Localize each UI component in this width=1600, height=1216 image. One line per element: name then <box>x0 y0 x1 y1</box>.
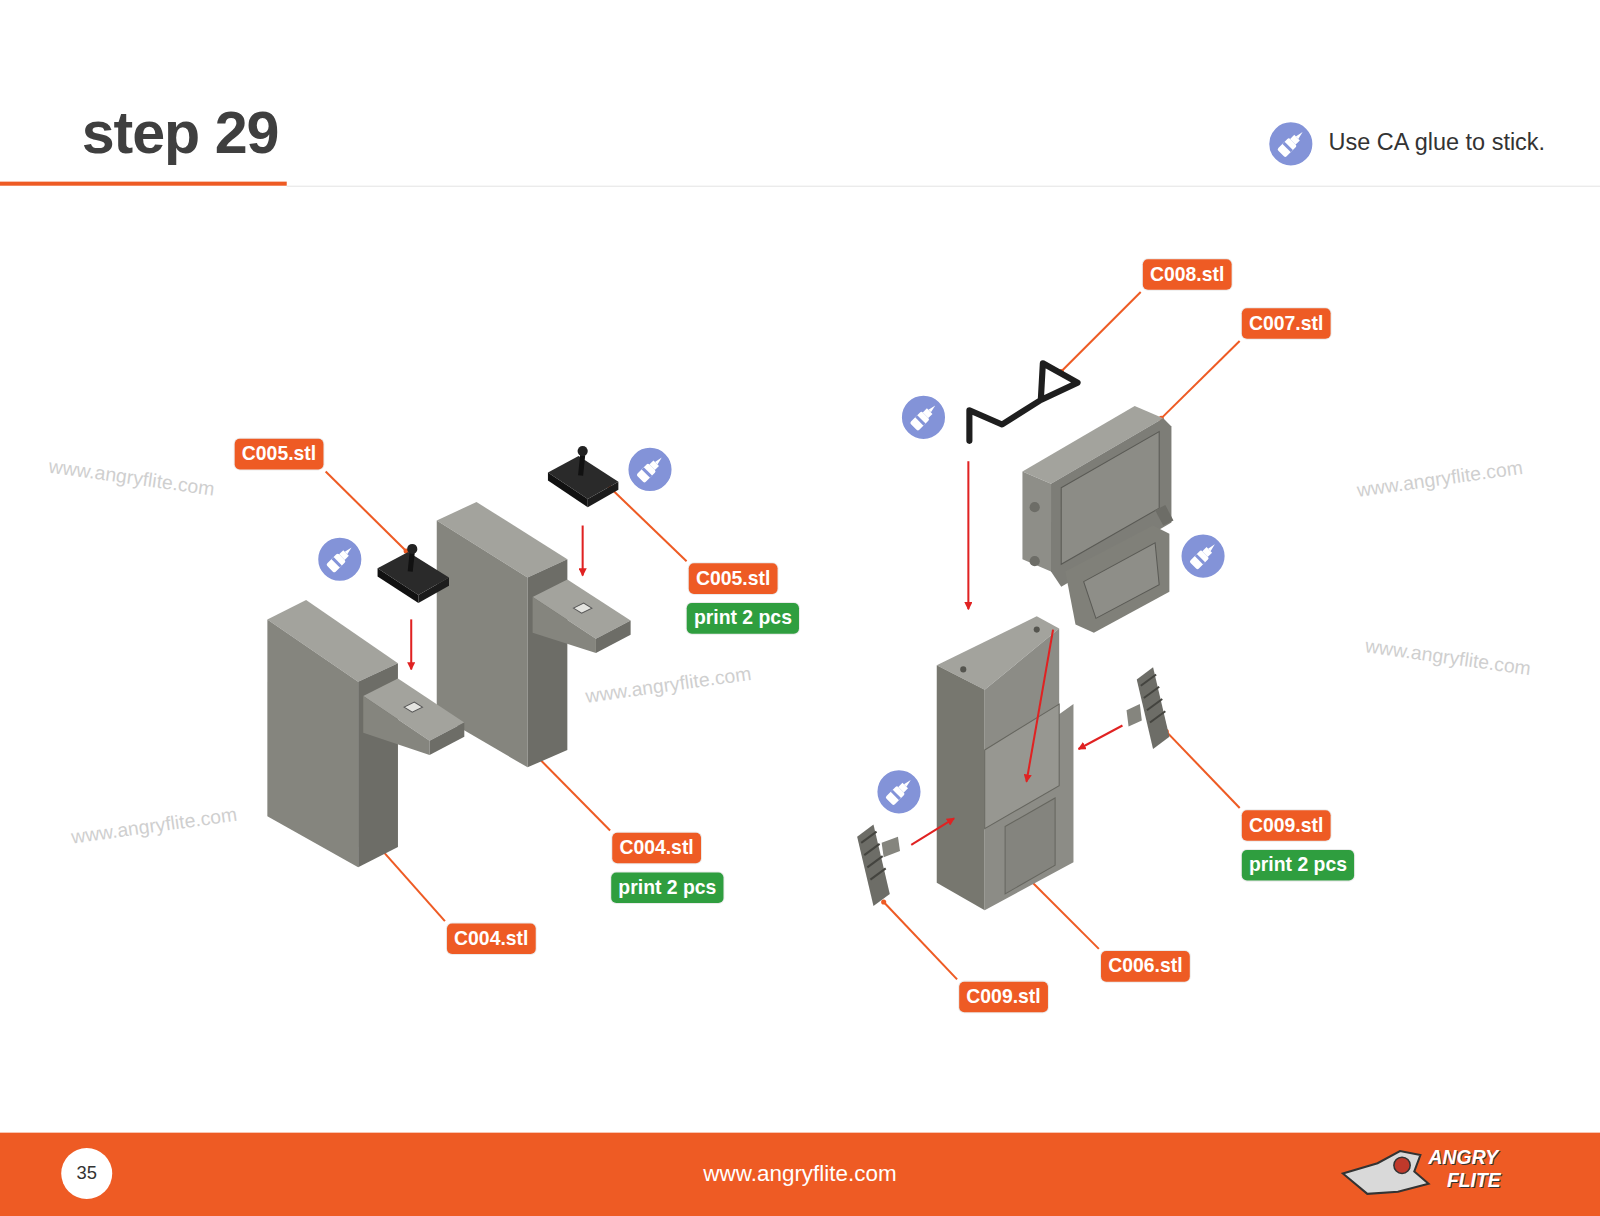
glue-icon <box>1268 121 1313 166</box>
part-badge: C009.stl <box>1242 810 1331 841</box>
logo-plane <box>1343 1151 1429 1194</box>
lever-c005 <box>378 544 449 603</box>
logo-text: ANGRY <box>1429 1147 1499 1169</box>
direction-arrow <box>582 526 584 576</box>
leader-line <box>1166 732 1239 808</box>
page-number-circle <box>61 1148 112 1199</box>
watermark: www.angryflite.com <box>47 455 215 500</box>
direction-arrow <box>410 619 412 669</box>
footer-bar <box>0 1133 1600 1216</box>
glue-icon <box>876 769 921 814</box>
logo-text: FLITE <box>1447 1169 1501 1191</box>
quantity-badge: print 2 pcs <box>611 872 723 903</box>
pedal-c009 <box>1127 667 1170 749</box>
footer-url: www.angryflite.com <box>703 1161 896 1187</box>
part-name: C009.stl <box>966 986 1040 1007</box>
direction-arrow <box>911 818 954 845</box>
part-badge: C005.stl <box>689 563 778 594</box>
part-name: C006.stl <box>1108 955 1182 976</box>
header-rule <box>287 186 1600 187</box>
pillar-c004 <box>267 600 464 867</box>
pedal-c009 <box>857 824 900 906</box>
leader-line <box>884 902 957 979</box>
glue-note: Use CA glue to stick. <box>1329 129 1546 156</box>
watermark: www.angryflite.com <box>1364 635 1532 680</box>
glue-icon <box>1181 534 1226 579</box>
part-name: C004.stl <box>619 837 693 858</box>
part-badge: C005.stl <box>235 439 324 470</box>
direction-arrow <box>1079 726 1123 749</box>
part-name: C005.stl <box>242 443 316 464</box>
part-badge: C009.stl <box>959 982 1048 1013</box>
part-badge: C004.stl <box>447 923 536 954</box>
part-name: C007.stl <box>1249 312 1323 333</box>
leader-line <box>1061 292 1140 371</box>
direction-arrow <box>967 461 969 609</box>
glue-icon <box>901 395 946 440</box>
part-name: print 2 pcs <box>618 877 716 898</box>
quantity-badge: print 2 pcs <box>687 603 799 634</box>
wire-c008 <box>969 363 1077 441</box>
leader-line <box>1023 873 1098 948</box>
lever-c005 <box>548 446 618 507</box>
part-name: print 2 pcs <box>1249 854 1347 875</box>
leader-line <box>1161 341 1239 418</box>
leader-line <box>376 843 445 921</box>
leader-line <box>610 488 686 561</box>
part-badge: C008.stl <box>1143 259 1232 290</box>
direction-arrow <box>1027 630 1054 782</box>
part-name: C005.stl <box>696 567 770 588</box>
leader-line <box>536 755 610 830</box>
part-badge: C007.stl <box>1242 308 1331 339</box>
watermark: www.angryflite.com <box>584 663 752 708</box>
leader-dot <box>881 899 886 904</box>
part-name: C004.stl <box>454 928 528 949</box>
watermark: www.angryflite.com <box>1356 456 1524 501</box>
part-name: C008.stl <box>1150 263 1224 284</box>
title-underline <box>0 182 287 186</box>
watermark: www.angryflite.com <box>70 803 238 848</box>
part-name: C009.stl <box>1249 814 1323 835</box>
pillar-c004 <box>437 502 631 767</box>
glue-icon <box>627 447 672 492</box>
part-name: print 2 pcs <box>694 607 792 628</box>
part-badge: C004.stl <box>612 833 701 864</box>
step-title: step 29 <box>82 98 279 166</box>
glue-icon <box>317 537 362 582</box>
part-badge: C006.stl <box>1101 951 1190 982</box>
page-number: 35 <box>77 1163 97 1184</box>
quantity-badge: print 2 pcs <box>1242 850 1354 881</box>
body-c006 <box>937 616 1074 910</box>
monitor-c007 <box>1022 406 1173 633</box>
